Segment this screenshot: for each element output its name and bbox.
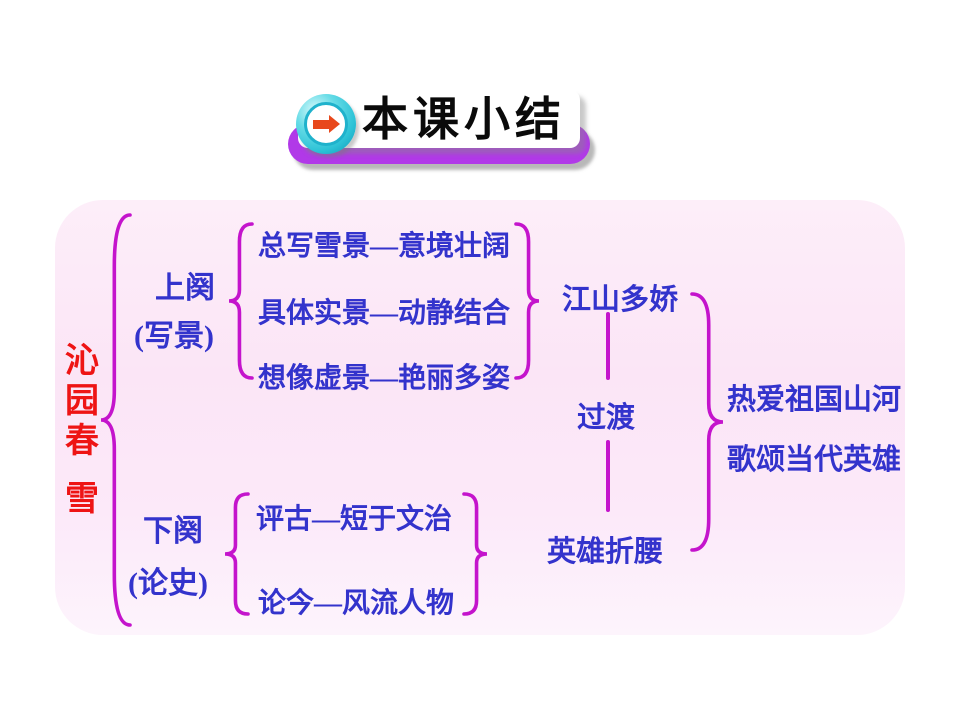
poem-title-char: 沁 — [65, 343, 99, 380]
summary-panel — [55, 200, 905, 635]
lesson-summary-banner: 本课小结 — [288, 90, 590, 170]
upper-sublabel: (写景) — [134, 320, 214, 353]
root-brace — [100, 213, 132, 627]
conclusion-line-2: 歌颂当代英雄 — [727, 444, 902, 476]
upper-item: 想像虚景—艳丽多姿 — [258, 363, 511, 394]
lower-open-brace — [224, 492, 250, 616]
banner-title: 本课小结 — [362, 94, 566, 145]
poem-title-char: 雪 — [65, 481, 99, 518]
lower-sublabel: (论史) — [128, 567, 208, 600]
lower-item: 评古—短于文治 — [256, 504, 453, 535]
lower-result: 英雄折腰 — [547, 536, 664, 568]
lower-close-brace — [462, 492, 488, 616]
connector-line-top — [606, 312, 610, 380]
upper-label: 上阕 — [155, 272, 215, 305]
conclusion-brace — [690, 292, 724, 552]
upper-open-brace — [228, 222, 254, 380]
poem-title-char: 园 — [65, 383, 99, 420]
upper-close-brace — [514, 222, 540, 380]
lower-label: 下阕 — [143, 515, 203, 548]
upper-item: 具体实景—动静结合 — [258, 298, 511, 329]
conclusion-line-1: 热爱祖国山河 — [727, 384, 902, 416]
arrow-right-icon — [296, 94, 356, 154]
upper-result: 江山多娇 — [562, 284, 679, 316]
transition-label: 过渡 — [577, 402, 636, 434]
arrow-icon-ring — [304, 102, 348, 146]
lower-item: 论今—风流人物 — [258, 588, 455, 619]
arrow-glyph — [313, 114, 340, 133]
connector-line-bottom — [606, 440, 610, 512]
poem-title-char: 春 — [65, 423, 99, 460]
upper-item: 总写雪景—意境壮阔 — [258, 231, 511, 262]
poem-title: 沁 园 春 雪 — [62, 342, 102, 520]
